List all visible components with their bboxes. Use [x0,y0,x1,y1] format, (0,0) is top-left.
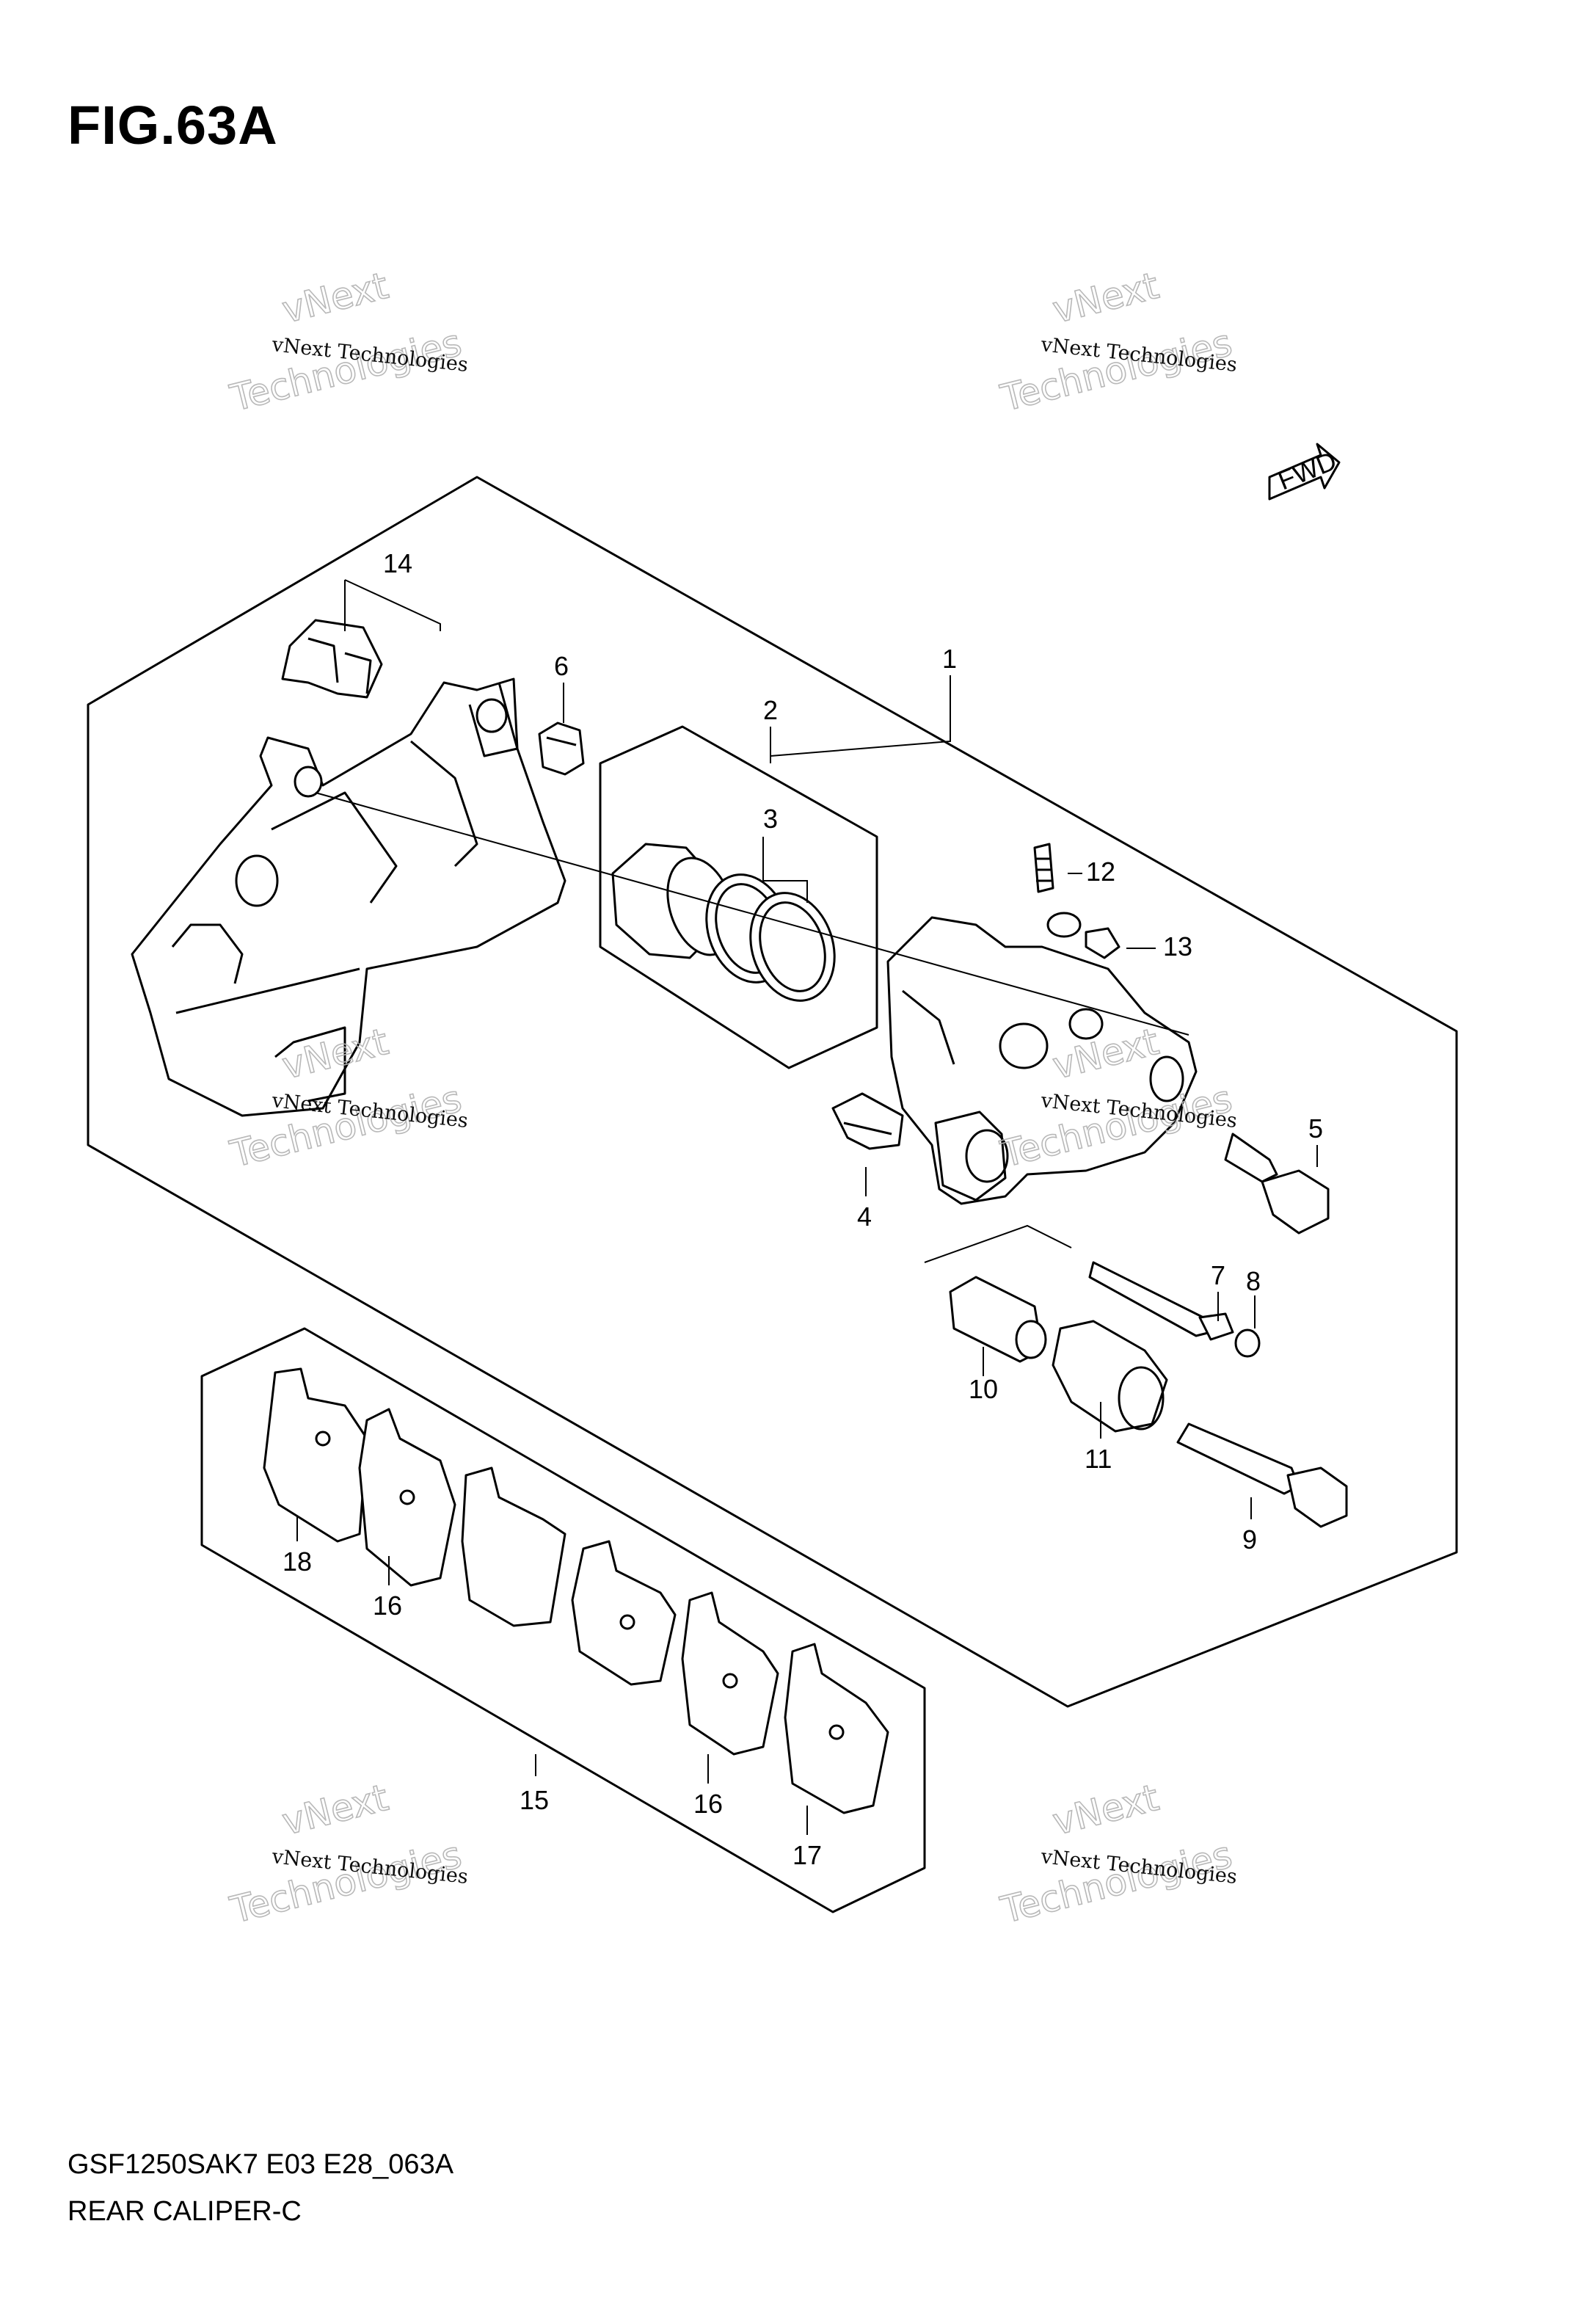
watermark-bottom-left: vNext Technologies vNext Technologies [225,1775,469,1932]
bolt-9 [1176,1422,1348,1528]
callout-16-right: 16 [693,1789,723,1819]
svg-text:vNext: vNext [1049,1776,1163,1844]
pad-spring [281,619,383,699]
callout-15: 15 [520,1785,549,1815]
svg-text:vNext: vNext [278,264,393,332]
callout-3: 3 [763,804,778,834]
boot-11 [1052,1320,1168,1433]
figure-title: FIG.63A [68,95,278,156]
pad-retainer [831,1092,904,1150]
sleeve-10 [949,1276,1047,1363]
callout-6: 6 [554,651,569,681]
callout-7: 7 [1211,1260,1225,1290]
caliper-bracket [131,677,566,1117]
callout-1: 1 [942,644,957,674]
callout-12: 12 [1086,857,1115,887]
callout-14: 14 [383,548,412,578]
caliper-body [886,916,1198,1205]
pad-set-frame [200,1327,926,1913]
svg-text:vNext: vNext [278,1776,393,1844]
assembly-frame [87,476,1458,1708]
svg-text:vNext: vNext [1049,264,1163,332]
watermark-bottom-right: vNext Technologies vNext Technologies [996,1775,1238,1932]
callout-labels: 14 6 1 2 3 12 13 5 4 7 8 10 11 9 18 16 1… [283,548,1323,1870]
piston-seals [705,873,836,1002]
fwd-label: FWD [1274,446,1341,496]
bleeder-valve [1033,843,1054,893]
callout-2: 2 [763,695,778,725]
callout-5: 5 [1308,1113,1323,1144]
callout-10: 10 [969,1374,998,1404]
boot-6 [538,721,585,776]
callout-9: 9 [1242,1524,1257,1555]
callout-17: 17 [792,1840,822,1870]
forward-arrow-icon: FWD [1268,443,1341,501]
diagram-name: REAR CALIPER-C [68,2196,302,2227]
diagram-code: GSF1250SAK7 E03 E28_063A [68,2149,454,2180]
pin-7 [1088,1261,1261,1358]
callout-18: 18 [283,1546,312,1577]
callout-4: 4 [857,1202,872,1232]
brake-pads [263,1367,889,1814]
callout-16-left: 16 [373,1591,402,1621]
callout-13: 13 [1163,931,1192,961]
bleeder-cap [1046,912,1121,959]
watermark-top-left: vNext Technologies vNext Technologies [225,263,469,420]
callout-8: 8 [1246,1266,1261,1296]
callout-11: 11 [1085,1444,1112,1474]
piston-kit-frame [599,725,878,1069]
watermark-top-right: vNext Technologies vNext Technologies [996,263,1238,420]
bolt-5 [1224,1133,1330,1235]
leader-lines [296,579,1318,1835]
